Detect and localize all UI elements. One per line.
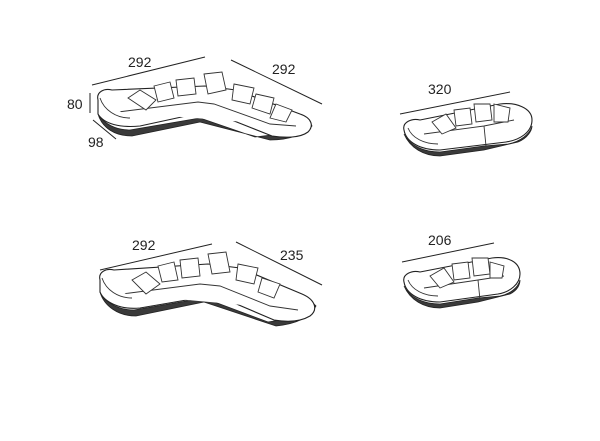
back-cushion <box>127 89 157 111</box>
back-cushion <box>175 77 197 97</box>
sofa-2-seat: 206 <box>401 232 521 309</box>
dim-width-left-label: 292 <box>132 237 156 253</box>
back-cushion <box>431 113 457 135</box>
sofa-base <box>403 279 521 309</box>
dim-line-width <box>401 242 495 263</box>
corner-sofa-large: 292 292 80 98 <box>67 54 323 150</box>
armrest <box>407 127 439 145</box>
dim-width-right-label: 292 <box>272 61 296 77</box>
back-cushion <box>451 261 471 281</box>
back-cushion <box>429 267 455 289</box>
dim-line-width <box>399 91 511 115</box>
seat-edge <box>117 101 297 127</box>
back-cushion <box>489 261 505 279</box>
back-cushion <box>251 93 275 115</box>
back-cushion <box>179 257 201 279</box>
armrest <box>99 97 131 119</box>
back-cushion <box>269 103 293 123</box>
armrest <box>101 277 133 299</box>
dim-line-left-width <box>99 243 213 271</box>
dim-width-left-label: 292 <box>128 54 152 70</box>
corner-sofa-small: 292 235 <box>99 237 323 327</box>
dim-width-label: 206 <box>428 232 452 248</box>
sofa-base <box>403 125 533 157</box>
back-cushion <box>471 257 491 277</box>
dim-line-left-width <box>91 56 206 86</box>
back-cushion <box>473 103 493 123</box>
dim-width-right-label: 235 <box>280 247 304 263</box>
back-cushion <box>235 263 259 285</box>
dim-line-depth <box>92 119 117 140</box>
dim-depth-label: 98 <box>88 134 104 150</box>
back-cushion <box>131 271 161 295</box>
back-cushion <box>153 81 175 103</box>
dim-width-label: 320 <box>428 81 452 97</box>
dim-line-right-width <box>230 59 323 105</box>
seat-edge <box>121 283 299 311</box>
back-cushion <box>157 261 179 283</box>
back-cushion <box>231 83 255 105</box>
back-cushion <box>453 107 473 127</box>
back-cushion <box>203 71 227 95</box>
seat-divider <box>483 125 487 147</box>
sofa-3-seat: 320 <box>399 81 533 157</box>
seat-divider <box>477 279 481 301</box>
back-cushion <box>257 277 281 299</box>
back-cushion <box>493 103 511 123</box>
back-cushion <box>207 251 231 275</box>
armrest <box>407 279 439 297</box>
dim-line-right-width <box>235 241 323 286</box>
dim-height-label: 80 <box>67 96 83 112</box>
